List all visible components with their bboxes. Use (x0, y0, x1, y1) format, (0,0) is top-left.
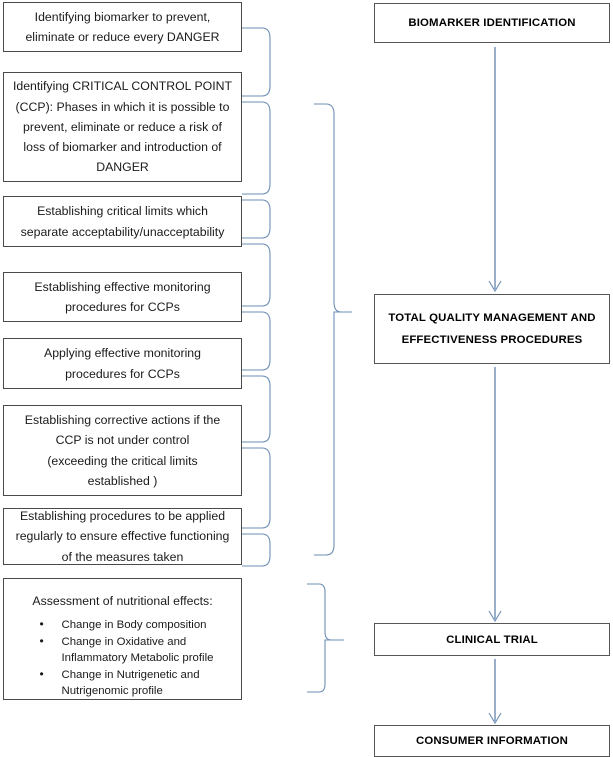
stage-box-consumer-information[interactable]: CONSUMER INFORMATION (374, 725, 610, 757)
box-line: CLINICAL TRIAL (446, 633, 538, 646)
box-line: Identifying biomarker to prevent, (34, 9, 211, 24)
box-line: procedures for CCPs (65, 366, 180, 381)
bracket-connector-6 (242, 375, 271, 443)
box-line: BIOMARKER IDENTIFICATION (408, 17, 576, 29)
main-brace (314, 103, 352, 556)
bullet-line: Change in Oxidative and (61, 635, 187, 648)
box-line: (exceeding the critical limits (47, 453, 198, 468)
box-line: procedures for CCPs (65, 300, 180, 314)
box-line: CCP is not under control (55, 433, 190, 448)
bracket-connector-5 (242, 311, 271, 371)
box-line: of the measures taken (61, 549, 184, 564)
process-box-identify-ccp[interactable]: Identifying CRITICAL CONTROL POINT (CCP)… (3, 72, 242, 182)
box-line: loss of biomarker and introduction of (23, 140, 222, 155)
arrow-clinical-trial-to-consumer (488, 659, 502, 725)
box-line: regularly to ensure effective functionin… (15, 529, 230, 544)
process-box-apply-monitoring[interactable]: Applying effective monitoring procedures… (3, 338, 242, 389)
process-box-critical-limits[interactable]: Establishing critical limits which separ… (3, 196, 242, 247)
list-item: Change in Oxidative and Inflammatory Met… (28, 633, 218, 667)
box-line: Establishing effective monitoring (34, 279, 211, 294)
box-line: Identifying CRITICAL CONTROL POINT (12, 79, 233, 94)
bullet-line-cont: Nutrigenomic profile (61, 685, 163, 698)
assessment-bullet-list: Change in Body composition Change in Oxi… (28, 616, 218, 700)
process-box-nutritional-assessment[interactable]: Assessment of nutritional effects: Chang… (3, 578, 242, 700)
box-line: Establishing corrective actions if the (24, 412, 221, 427)
box-line: established ) (87, 473, 158, 488)
bracket-connector-2 (242, 101, 271, 195)
process-box-corrective-actions[interactable]: Establishing corrective actions if the C… (3, 405, 242, 496)
bracket-connector-group (242, 27, 271, 567)
arrow-biomarker-to-tqm (488, 47, 502, 293)
box-line: Establishing procedures to be applied (19, 509, 226, 524)
stage-box-clinical-trial[interactable]: CLINICAL TRIAL (374, 623, 610, 656)
box-line: CONSUMER INFORMATION (415, 735, 569, 747)
assessment-brace (307, 583, 344, 693)
bracket-connector-7 (242, 447, 271, 529)
bracket-connector-1 (242, 27, 271, 97)
box-line: TOTAL QUALITY MANAGEMENT AND (388, 312, 596, 324)
process-box-identify-biomarker[interactable]: Identifying biomarker to prevent, elimin… (3, 2, 242, 52)
box-line: Establishing critical limits which (37, 204, 208, 219)
box-line: EFFECTIVENESS PROCEDURES (401, 334, 583, 346)
stage-box-biomarker-identification[interactable]: BIOMARKER IDENTIFICATION (374, 3, 610, 43)
list-item: Change in Body composition (28, 616, 218, 634)
bracket-connector-8 (242, 533, 271, 567)
bracket-connector-4 (242, 243, 271, 307)
bullet-line: Change in Nutrigenetic and (61, 668, 200, 681)
arrow-tqm-to-clinical-trial (488, 367, 502, 623)
bracket-connector-3 (242, 199, 271, 239)
box-line: eliminate or reduce every DANGER (25, 30, 220, 44)
box-line: separate acceptability/unacceptability (20, 224, 225, 239)
box-line: Applying effective monitoring (44, 346, 201, 361)
box-line: (CCP): Phases in which it is possible to (15, 99, 230, 114)
bullet-line-cont: Inflammatory Metabolic profile (61, 652, 214, 665)
process-box-establish-monitoring[interactable]: Establishing effective monitoring proced… (3, 272, 242, 322)
bullet-line: Change in Body composition (61, 619, 207, 632)
process-box-verification-procedures[interactable]: Establishing procedures to be applied re… (3, 508, 242, 565)
assessment-heading: Assessment of nutritional effects: (32, 594, 213, 608)
stage-box-total-quality-management[interactable]: TOTAL QUALITY MANAGEMENT AND EFFECTIVENE… (374, 294, 610, 364)
box-line: prevent, eliminate or reduce a risk of (23, 119, 222, 134)
box-line: DANGER (96, 160, 149, 175)
list-item: Change in Nutrigenetic and Nutrigenomic … (28, 666, 218, 700)
